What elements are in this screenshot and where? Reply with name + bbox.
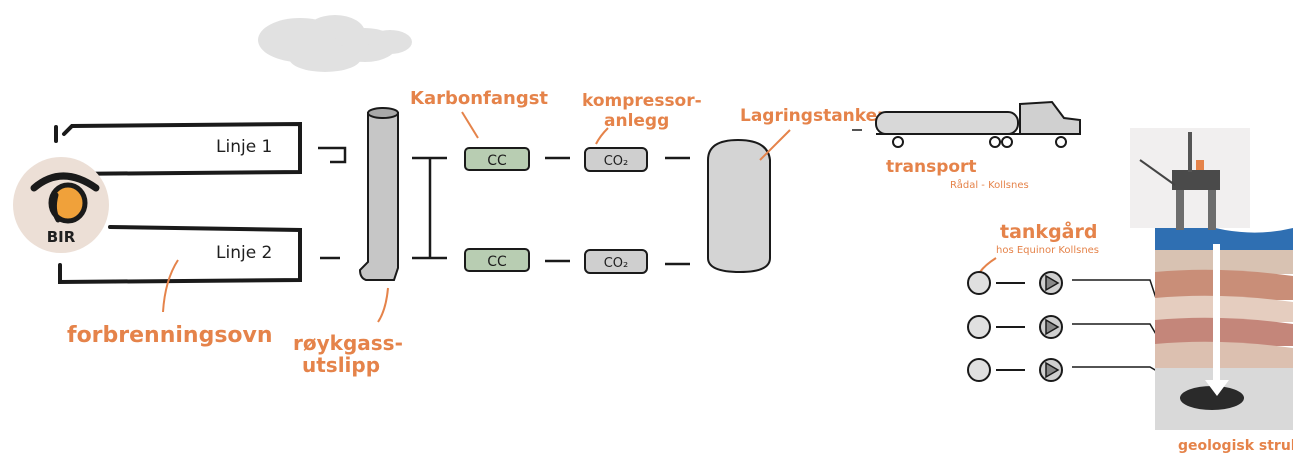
- compressor-annotation-2: anlegg: [604, 111, 669, 131]
- geology-section: [1155, 225, 1293, 430]
- smoke-cloud-icon: [258, 15, 412, 72]
- furnace-line-2: [58, 225, 302, 285]
- cc-unit-top: CC: [464, 147, 530, 171]
- tank-farm-annotation: tankgård: [1000, 219, 1097, 243]
- compressor-annotation-1: kompressor-: [582, 91, 702, 111]
- storage-tank: [707, 138, 771, 274]
- flue-gas-annotation-2: utslipp: [302, 353, 380, 377]
- cc-label-top: CC: [487, 153, 507, 169]
- bir-logo: BIR: [13, 157, 109, 253]
- cc-label-bottom: CC: [487, 254, 507, 270]
- route-annotation: Rådal - Kollsnes: [950, 178, 1029, 191]
- tank-farm-location: hos Equinor Kollsnes: [996, 245, 1099, 256]
- pump-icon: [1039, 271, 1063, 382]
- furnace-pointer: [162, 259, 179, 313]
- oil-platform-icon: [1130, 128, 1250, 230]
- tank-farm: [967, 271, 1025, 382]
- transport-annotation: transport: [886, 157, 977, 177]
- co2-compressor-top: CO₂: [584, 147, 648, 172]
- truck-icon: [875, 100, 1081, 148]
- cc-unit-bottom: CC: [464, 248, 530, 272]
- co2-label-bottom: CO₂: [604, 256, 629, 271]
- carbon-capture-annotation: Karbonfangst: [410, 88, 548, 109]
- furnace-line-1: [58, 121, 302, 176]
- co2-label-top: CO₂: [604, 154, 629, 169]
- storage-tanks-annotation: Lagringstanker: [740, 106, 886, 126]
- line-2-label: Linje 2: [216, 243, 272, 263]
- furnace-annotation: forbrenningsovn: [67, 323, 273, 348]
- flue-gas-annotation-1: røykgass-: [293, 331, 403, 355]
- chimney: [358, 107, 399, 281]
- geology-annotation: geologisk struktur: [1178, 438, 1293, 454]
- line-1-label: Linje 1: [216, 137, 272, 157]
- co2-compressor-bottom: CO₂: [584, 249, 648, 274]
- logo-text: BIR: [47, 228, 76, 246]
